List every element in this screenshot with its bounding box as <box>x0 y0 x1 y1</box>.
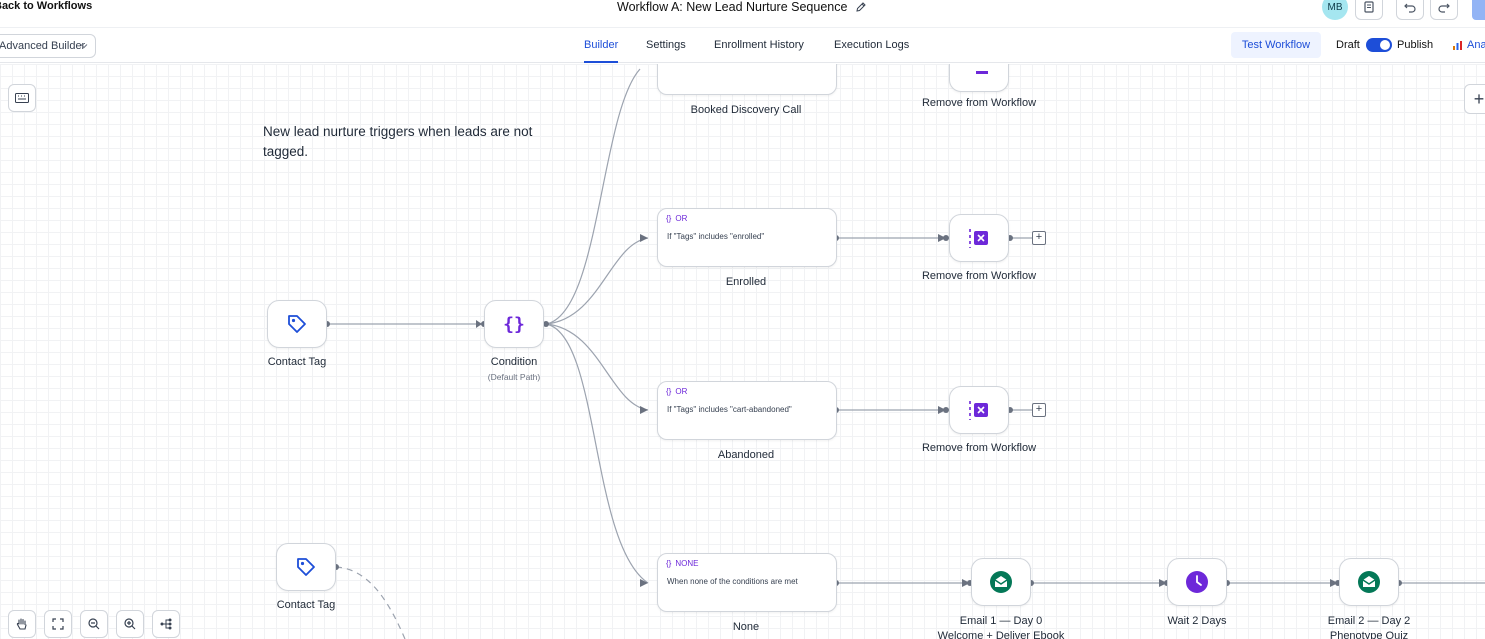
avatar[interactable]: MB <box>1322 0 1348 20</box>
redo-button[interactable] <box>1430 0 1458 20</box>
keyboard-icon <box>15 93 29 103</box>
condition-sublabel: (Default Path) <box>487 372 541 382</box>
email-1-label: Email 1 — Day 0 <box>959 615 1043 627</box>
auto-layout-button[interactable] <box>152 610 180 638</box>
builder-mode-select[interactable]: Advanced Builder <box>0 34 96 58</box>
email-1-sublabel: Welcome + Deliver Ebook <box>937 630 1065 639</box>
connector-lines <box>324 68 1485 639</box>
canvas-note[interactable]: New lead nurture triggers when leads are… <box>263 124 533 159</box>
test-workflow-button[interactable]: Test Workflow <box>1231 32 1321 58</box>
zoom-in-icon <box>124 618 136 630</box>
workflow-canvas[interactable]: + New lead nurture triggers when leads a… <box>0 64 1485 639</box>
undo-icon <box>1404 3 1416 13</box>
draft-label: Draft <box>1336 39 1360 51</box>
add-step-button[interactable]: + <box>1032 231 1046 245</box>
condition-label: Condition <box>490 356 538 368</box>
publish-label: Publish <box>1397 39 1434 51</box>
branch-enrolled-label: Enrolled <box>725 276 767 288</box>
branch-tag: {}OR <box>666 214 688 223</box>
trigger-label-2: Contact Tag <box>276 599 336 611</box>
email-icon <box>1358 571 1380 593</box>
builder-toolbar: Advanced Builder Builder Settings Enroll… <box>0 27 1485 63</box>
workflow-title-text: Workflow A: New Lead Nurture Sequence <box>617 0 848 14</box>
email-icon <box>990 571 1012 593</box>
save-button[interactable] <box>1472 0 1485 20</box>
branch-abandoned-box[interactable]: {}OR If "Tags" includes "cart-abandoned" <box>657 381 837 440</box>
top-bar: Back to Workflows Workflow A: New Lead N… <box>0 0 1485 26</box>
hand-icon <box>16 618 27 630</box>
remove-workflow-node-enrolled[interactable] <box>949 214 1009 262</box>
edge-branch-abandoned <box>545 323 649 411</box>
wait-label: Wait 2 Days <box>1167 615 1227 627</box>
branch-abandoned-label: Abandoned <box>717 449 775 461</box>
branch-tag: {}OR <box>666 387 688 396</box>
clipboard-icon <box>1364 1 1374 13</box>
branch-condition-text: If "Tags" includes "cart-abandoned" <box>667 405 792 414</box>
add-step-button[interactable]: + <box>1032 403 1046 417</box>
hierarchy-icon <box>160 618 172 630</box>
trigger-node-contact-tag-2[interactable] <box>276 543 336 591</box>
workflow-title[interactable]: Workflow A: New Lead Nurture Sequence <box>617 0 867 14</box>
email-node-2[interactable] <box>1339 558 1399 606</box>
branch-none-box[interactable]: {}NONE When none of the conditions are m… <box>657 553 837 612</box>
trigger-label: Contact Tag <box>267 356 327 368</box>
braces-icon: {} <box>666 214 672 223</box>
bar-chart-icon <box>1453 40 1462 50</box>
branch-booked-label: Booked Discovery Call <box>690 104 802 116</box>
tab-execution-logs[interactable]: Execution Logs <box>834 39 910 51</box>
zoom-out-button[interactable] <box>80 610 108 638</box>
undo-button[interactable] <box>1396 0 1424 20</box>
zoom-in-button[interactable] <box>116 610 144 638</box>
branch-none-label: None <box>732 621 760 633</box>
back-to-workflows-link[interactable]: Back to Workflows <box>0 0 93 12</box>
branch-condition-text: If "Tags" includes "enrolled" <box>667 232 765 241</box>
action-label-enrolled: Remove from Workflow <box>921 270 1037 282</box>
zoom-out-icon <box>88 618 100 630</box>
remove-workflow-node-booked[interactable] <box>949 64 1009 92</box>
pan-tool-button[interactable] <box>8 610 36 638</box>
clock-icon <box>1186 571 1208 593</box>
fit-view-button[interactable] <box>44 610 72 638</box>
branch-tag: {}NONE <box>666 559 699 568</box>
condition-node[interactable]: {} <box>484 300 544 348</box>
analytics-label: Analytics <box>1467 39 1485 51</box>
tab-settings[interactable]: Settings <box>646 39 686 51</box>
tab-builder[interactable]: Builder <box>584 39 619 51</box>
tag-icon <box>297 558 315 576</box>
edge-branch-none <box>545 323 649 584</box>
braces-icon: {} <box>666 387 672 396</box>
email-node-1[interactable] <box>971 558 1031 606</box>
email-2-sublabel: Phenotype Quiz <box>1329 630 1409 639</box>
branch-booked-box[interactable] <box>657 64 837 95</box>
remove-from-workflow-icon <box>969 229 988 248</box>
tag-icon <box>288 315 306 333</box>
edge-branch-enrolled <box>545 237 649 325</box>
edge-branch-booked <box>545 68 641 325</box>
analytics-button[interactable]: Analytics <box>1452 39 1485 51</box>
branch-enrolled-box[interactable]: {}OR If "Tags" includes "enrolled" <box>657 208 837 267</box>
remove-from-workflow-icon <box>969 401 988 420</box>
remove-workflow-node-abandoned[interactable] <box>949 386 1009 434</box>
trigger-node-contact-tag[interactable] <box>267 300 327 348</box>
canvas-controls <box>8 610 180 638</box>
remove-from-workflow-icon <box>976 71 988 74</box>
braces-icon: {} <box>666 559 672 568</box>
keyboard-shortcuts-button[interactable] <box>8 84 36 112</box>
wait-node[interactable] <box>1167 558 1227 606</box>
action-label-booked: Remove from Workflow <box>921 97 1037 109</box>
publish-toggle[interactable] <box>1366 38 1392 52</box>
action-label-abandoned: Remove from Workflow <box>921 442 1037 454</box>
redo-icon <box>1438 3 1450 13</box>
branch-condition-text: When none of the conditions are met <box>667 577 798 586</box>
add-node-button[interactable]: + <box>1464 84 1485 114</box>
tab-enrollment-history[interactable]: Enrollment History <box>714 39 804 51</box>
pencil-icon[interactable] <box>855 1 867 13</box>
braces-icon: {} <box>503 313 525 335</box>
expand-icon <box>52 618 64 630</box>
builder-mode-value: Advanced Builder <box>0 40 86 52</box>
chevron-down-icon <box>80 44 88 49</box>
active-tab-indicator <box>584 61 618 63</box>
email-2-label: Email 2 — Day 2 <box>1327 615 1411 627</box>
notes-button[interactable] <box>1355 0 1383 20</box>
